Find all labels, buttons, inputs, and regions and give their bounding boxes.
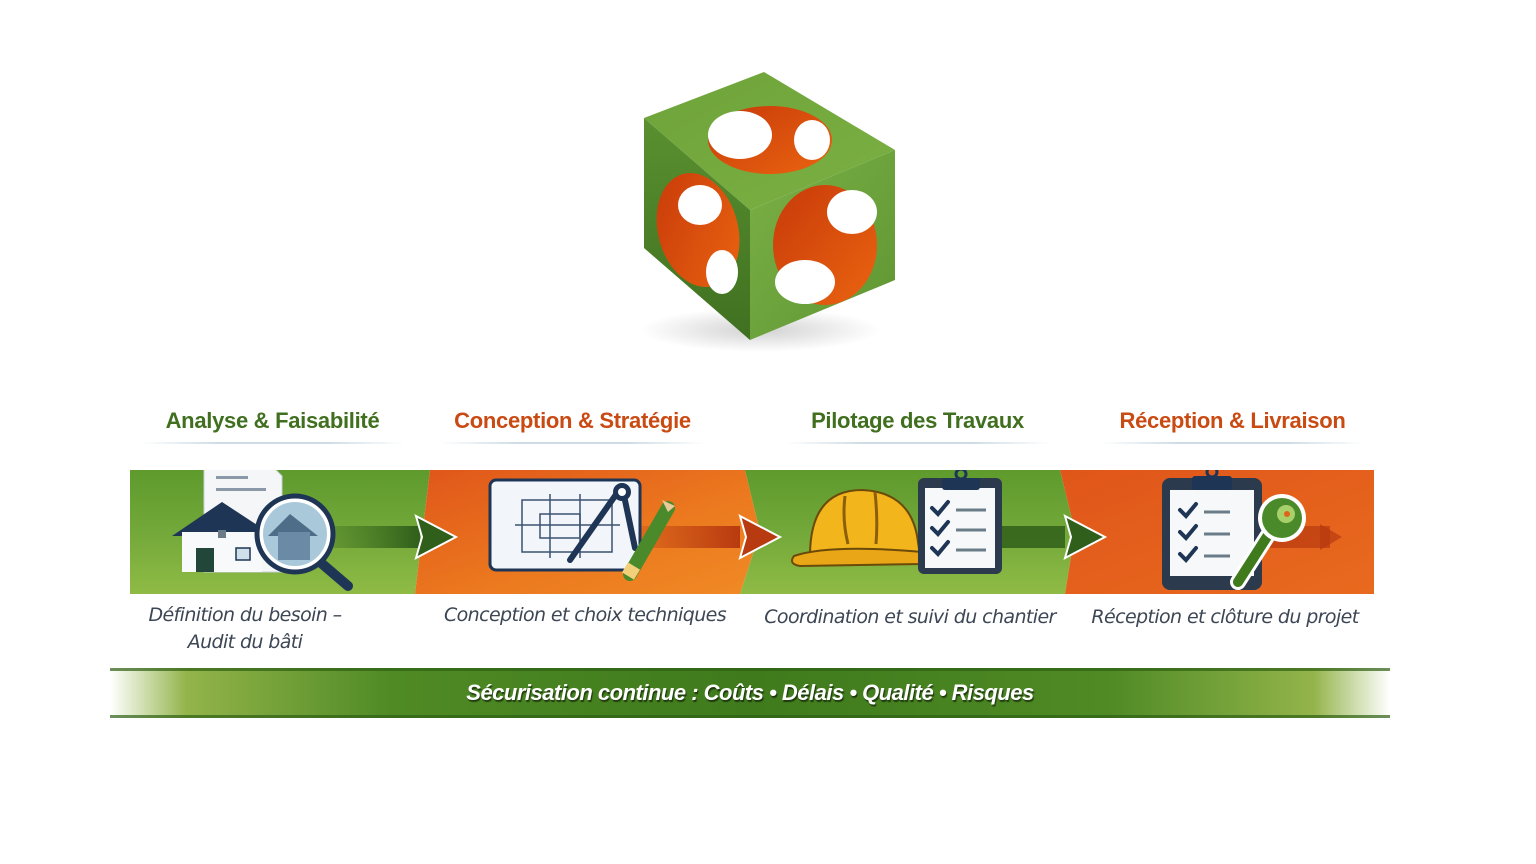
phase-description-reception: Réception et clôture du projet [1080, 604, 1370, 631]
phase-title-reception: Réception & Livraison [1119, 408, 1346, 433]
description-line: Définition du besoin – [148, 604, 342, 626]
phase-description-conception: Conception et choix techniques [430, 602, 740, 629]
title-divider [785, 442, 1050, 444]
hardhat-clipboard-icon [791, 470, 1002, 574]
clipboard-key-icon [1162, 470, 1306, 590]
description-line: Coordination et suivi du chantier [764, 606, 1056, 628]
title-divider [1100, 442, 1365, 444]
description-line: Audit du bâti [187, 631, 303, 653]
footer-banner-text: Sécurisation continue : Coûts • Délais •… [466, 680, 1034, 705]
description-line: Réception et clôture du projet [1091, 606, 1359, 628]
title-divider [140, 442, 405, 444]
title-divider [440, 442, 705, 444]
phase-title-pilotage: Pilotage des Travaux [811, 408, 1024, 433]
phase-title-conception: Conception & Stratégie [454, 408, 691, 433]
footer-banner: Sécurisation continue : Coûts • Délais •… [110, 668, 1390, 718]
footer-banner-background [110, 668, 1390, 718]
blueprint-compass-pencil-icon [488, 478, 675, 581]
description-line: Conception et choix techniques [443, 604, 727, 626]
hollow-cube-icon [640, 72, 895, 352]
phase-title-analyse: Analyse & Faisabilité [165, 408, 380, 433]
phase-description-pilotage: Coordination et suivi du chantier [755, 604, 1065, 631]
phase-description-analyse: Définition du besoin – Audit du bâti [120, 602, 370, 656]
process-band [130, 470, 1374, 594]
house-magnifier-icon [172, 470, 353, 591]
